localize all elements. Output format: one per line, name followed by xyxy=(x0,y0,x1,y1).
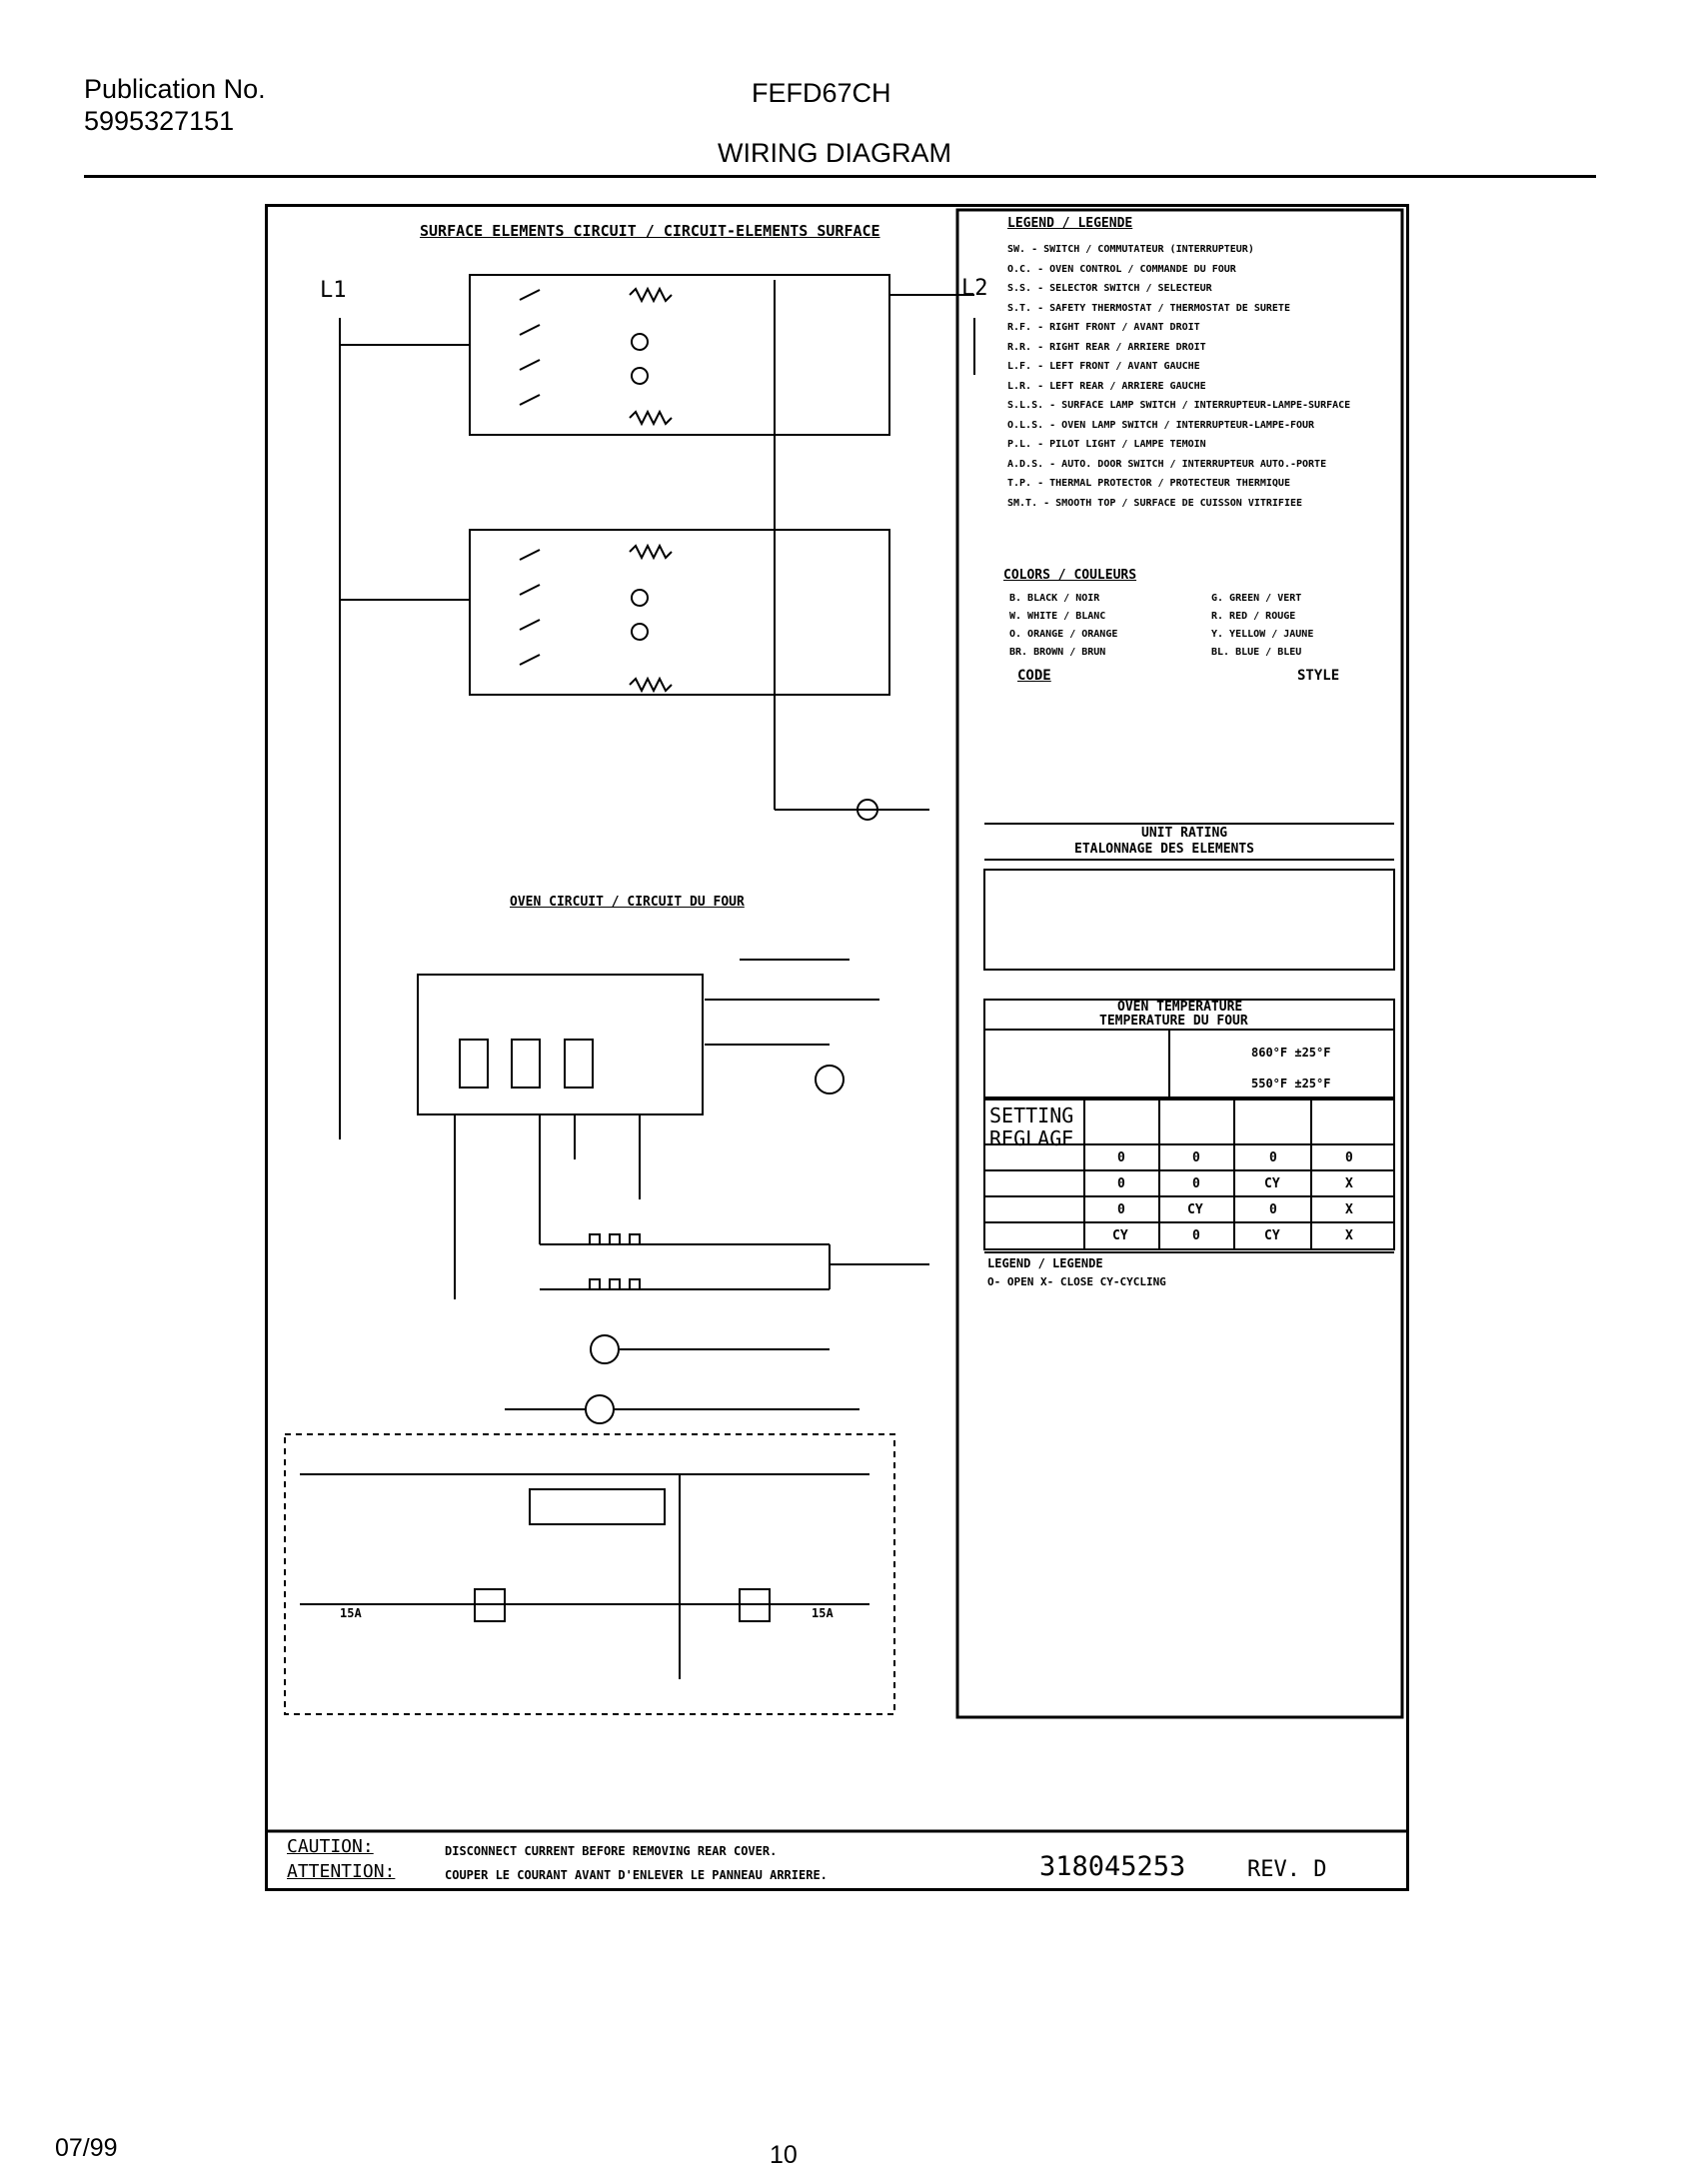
legend-item: S.L.S. - SURFACE LAMP SWITCH / INTERRUPT… xyxy=(1007,400,1351,411)
legend-item: O.L.S. - OVEN LAMP SWITCH / INTERRUPTEUR… xyxy=(1007,419,1315,431)
revision: REV. D xyxy=(1247,1857,1327,1882)
setting-cell: X xyxy=(1345,1176,1353,1191)
color-entry: Y. YELLOW / JAUNE xyxy=(1211,629,1314,640)
model-number: FEFD67CH xyxy=(752,78,891,108)
l2-label: L2 xyxy=(961,276,988,301)
legend-item: SM.T. - SMOOTH TOP / SURFACE DE CUISSON … xyxy=(1007,497,1303,509)
legend-item: S.S. - SELECTOR SWITCH / SELECTEUR xyxy=(1007,283,1212,294)
legend2-line: O- OPEN X- CLOSE CY-CYCLING xyxy=(987,1275,1166,1288)
setting-cell: X xyxy=(1345,1228,1353,1243)
setting-cell: 0 xyxy=(1192,1150,1200,1165)
oven-temp-fr: TEMPERATURE DU FOUR xyxy=(1099,1014,1248,1029)
colors-title: COLORS / COULEURS xyxy=(1003,568,1137,583)
l1-label: L1 xyxy=(320,278,347,303)
setting-cell: 0 xyxy=(1269,1202,1277,1217)
publication-number: 5995327151 xyxy=(84,106,235,136)
header-rule xyxy=(84,175,1596,178)
reglage-label: REGLAGE xyxy=(989,1126,1074,1150)
page-number: 10 xyxy=(770,2141,798,2169)
legend2-title: LEGEND / LEGENDE xyxy=(987,1256,1103,1270)
legend-item: SW. - SWITCH / COMMUTATEUR (INTERRUPTEUR… xyxy=(1007,244,1254,255)
cleaning-temp: 860°F ±25°F xyxy=(1251,1046,1331,1060)
unit-rating-title: UNIT RATING xyxy=(1141,826,1228,841)
setting-cell: 0 xyxy=(1192,1228,1200,1243)
legend-item: O.C. - OVEN CONTROL / COMMANDE DU FOUR xyxy=(1007,263,1236,275)
publication-label: Publication No. xyxy=(84,74,266,104)
caution-text: DISCONNECT CURRENT BEFORE REMOVING REAR … xyxy=(445,1844,778,1858)
fuse-left: 15A xyxy=(340,1606,362,1620)
setting-cell: CY xyxy=(1187,1202,1203,1217)
color-entry: BL. BLUE / BLEU xyxy=(1211,647,1302,658)
setting-cell: CY xyxy=(1264,1228,1280,1243)
setting-cell: 0 xyxy=(1269,1150,1277,1165)
colors-left: B. BLACK / NOIR W. WHITE / BLANC O. ORAN… xyxy=(1009,590,1117,662)
legend-item: L.F. - LEFT FRONT / AVANT GAUCHE xyxy=(1007,361,1200,372)
setting-label: SETTING xyxy=(989,1103,1074,1127)
legend-list: SW. - SWITCH / COMMUTATEUR (INTERRUPTEUR… xyxy=(1007,240,1350,513)
legend-item: L.R. - LEFT REAR / ARRIERE GAUCHE xyxy=(1007,380,1206,392)
door-lock-temp: 550°F ±25°F xyxy=(1251,1077,1331,1091)
oven-circuit-title: OVEN CIRCUIT / CIRCUIT DU FOUR xyxy=(510,895,745,910)
caution-label: CAUTION: xyxy=(287,1836,374,1857)
color-entry: G. GREEN / VERT xyxy=(1211,593,1302,604)
legend-title: LEGEND / LEGENDE xyxy=(1007,216,1133,231)
color-entry: R. RED / ROUGE xyxy=(1211,611,1296,622)
surface-circuit-title: SURFACE ELEMENTS CIRCUIT / CIRCUIT-ELEME… xyxy=(420,222,880,240)
color-entry: B. BLACK / NOIR xyxy=(1009,593,1100,604)
legend-item: A.D.S. - AUTO. DOOR SWITCH / INTERRUPTEU… xyxy=(1007,458,1327,470)
code-title: CODE xyxy=(1017,668,1051,684)
setting-cell: 0 xyxy=(1345,1150,1353,1165)
colors-right: G. GREEN / VERT R. RED / ROUGE Y. YELLOW… xyxy=(1211,590,1313,662)
page-title: WIRING DIAGRAM xyxy=(718,138,951,168)
style-title: STYLE xyxy=(1297,668,1340,684)
legend-item: P.L. - PILOT LIGHT / LAMPE TEMOIN xyxy=(1007,439,1206,450)
color-entry: O. ORANGE / ORANGE xyxy=(1009,629,1118,640)
setting-cell: CY xyxy=(1264,1176,1280,1191)
diagram-frame xyxy=(265,204,1409,1891)
setting-cell: 0 xyxy=(1117,1150,1125,1165)
legend-item: T.P. - THERMAL PROTECTOR / PROTECTEUR TH… xyxy=(1007,478,1290,489)
setting-cell: 0 xyxy=(1192,1176,1200,1191)
oven-temp-title: OVEN TEMPERATURE xyxy=(1117,1000,1243,1015)
setting-cell: CY xyxy=(1112,1228,1128,1243)
legend-item: R.R. - RIGHT REAR / ARRIERE DROIT xyxy=(1007,341,1206,353)
attention-label: ATTENTION: xyxy=(287,1861,396,1882)
legend-item: S.T. - SAFETY THERMOSTAT / THERMOSTAT DE… xyxy=(1007,302,1290,314)
unit-rating-fr: ETALONNAGE DES ELEMENTS xyxy=(1074,842,1255,857)
attention-text: COUPER LE COURANT AVANT D'ENLEVER LE PAN… xyxy=(445,1868,828,1882)
setting-cell: 0 xyxy=(1117,1202,1125,1217)
color-entry: BR. BROWN / BRUN xyxy=(1009,647,1106,658)
setting-cell: 0 xyxy=(1117,1176,1125,1191)
color-entry: W. WHITE / BLANC xyxy=(1009,611,1106,622)
part-number: 318045253 xyxy=(1039,1851,1186,1882)
footer-date: 07/99 xyxy=(55,2134,118,2162)
setting-cell: X xyxy=(1345,1202,1353,1217)
fuse-right: 15A xyxy=(812,1606,834,1620)
legend-item: R.F. - RIGHT FRONT / AVANT DROIT xyxy=(1007,322,1200,333)
